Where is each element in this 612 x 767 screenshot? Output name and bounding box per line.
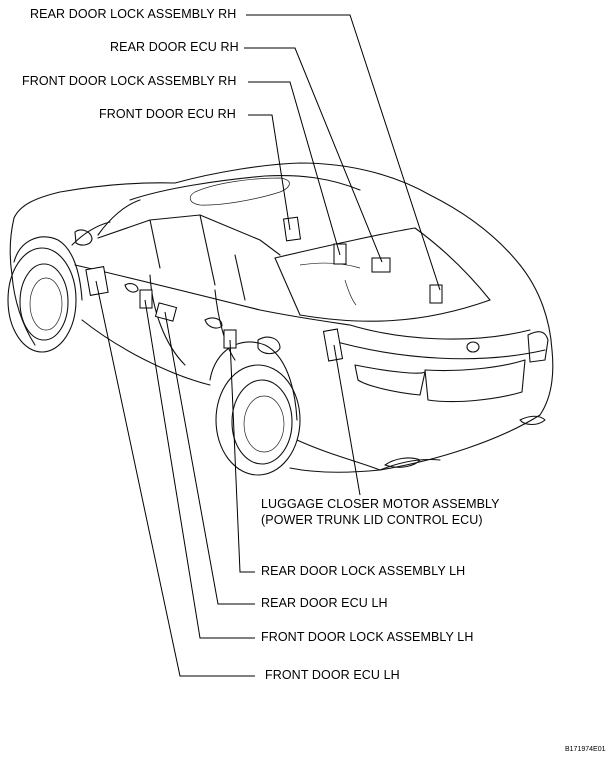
label-front-door-lock-lh: FRONT DOOR LOCK ASSEMBLY LH	[261, 630, 474, 644]
label-luggage-closer-line2: (POWER TRUNK LID CONTROL ECU)	[261, 513, 483, 527]
rear-door-ecu-lh-part	[154, 302, 178, 322]
label-rear-door-lock-rh: REAR DOOR LOCK ASSEMBLY RH	[30, 7, 237, 21]
luggage-closer-motor-part	[322, 328, 344, 362]
label-front-door-ecu-rh: FRONT DOOR ECU RH	[99, 107, 236, 121]
label-front-door-ecu-lh: FRONT DOOR ECU LH	[265, 668, 400, 682]
label-front-door-lock-rh: FRONT DOOR LOCK ASSEMBLY RH	[22, 74, 237, 88]
front-door-ecu-lh-part	[85, 266, 109, 296]
label-luggage-closer-line1: LUGGAGE CLOSER MOTOR ASSEMBLY	[261, 497, 500, 511]
front-door-ecu-rh-part	[282, 216, 302, 242]
label-rear-door-ecu-lh: REAR DOOR ECU LH	[261, 596, 388, 610]
rear-door-ecu-rh-part	[371, 257, 391, 273]
leader-lines	[95, 14, 441, 677]
label-rear-door-ecu-rh: REAR DOOR ECU RH	[110, 40, 239, 54]
figure-code: B171974E01	[565, 746, 606, 753]
label-rear-door-lock-lh: REAR DOOR LOCK ASSEMBLY LH	[261, 564, 466, 578]
rear-door-lock-rh-part	[429, 284, 443, 304]
car-body	[7, 162, 554, 476]
components	[85, 216, 443, 362]
